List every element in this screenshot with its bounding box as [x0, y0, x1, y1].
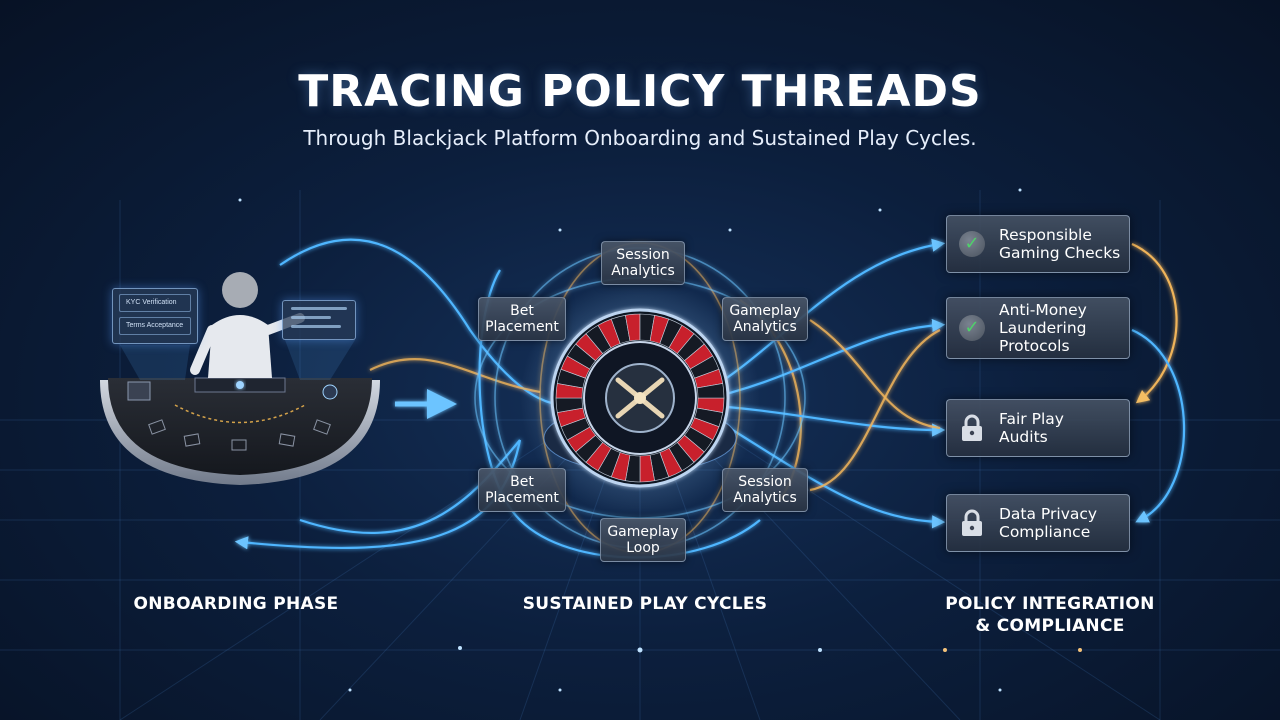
node-session-analytics-top: Session Analytics	[601, 241, 685, 285]
policy-fair-play-audits: Fair Play Audits	[946, 399, 1130, 457]
screen-bar	[291, 307, 347, 310]
label-policy-integration: POLICY INTEGRATION & COMPLIANCE	[945, 594, 1155, 636]
onboarding-screen: KYC Verification Terms Acceptance	[112, 288, 198, 344]
page-subtitle: Through Blackjack Platform Onboarding an…	[303, 126, 977, 150]
page-title: TRACING POLICY THREADS	[298, 66, 982, 117]
lock-icon	[962, 414, 982, 441]
terms-item: Terms Acceptance	[119, 317, 191, 335]
check-icon: ✓	[959, 315, 985, 341]
sparkles	[238, 188, 1082, 692]
policy-responsible-gaming: ✓ Responsible Gaming Checks	[946, 215, 1130, 273]
node-session-analytics-bottom: Session Analytics	[722, 468, 808, 512]
wheel-pocket	[696, 383, 725, 399]
screen-bar	[291, 316, 331, 319]
person-figure	[190, 272, 305, 378]
check-icon: ✓	[959, 231, 985, 257]
analytics-screen	[282, 300, 356, 340]
roulette-wheel	[520, 278, 760, 518]
node-bet-placement-bottom: Bet Placement	[478, 468, 566, 512]
label-onboarding-phase: ONBOARDING PHASE	[133, 594, 339, 614]
screen-bar	[291, 325, 341, 328]
policy-anti-money-laundering: ✓ Anti-Money Laundering Protocols	[946, 297, 1130, 359]
kyc-item: KYC Verification	[119, 294, 191, 312]
node-bet-placement-top: Bet Placement	[478, 297, 566, 341]
hologram-beams	[120, 340, 355, 380]
policy-data-privacy: Data Privacy Compliance	[946, 494, 1130, 552]
blackjack-table	[100, 377, 380, 485]
label-sustained-play: SUSTAINED PLAY CYCLES	[522, 594, 768, 614]
node-gameplay-analytics: Gameplay Analytics	[722, 297, 808, 341]
node-gameplay-loop: Gameplay Loop	[600, 518, 686, 562]
lock-icon	[962, 509, 982, 536]
